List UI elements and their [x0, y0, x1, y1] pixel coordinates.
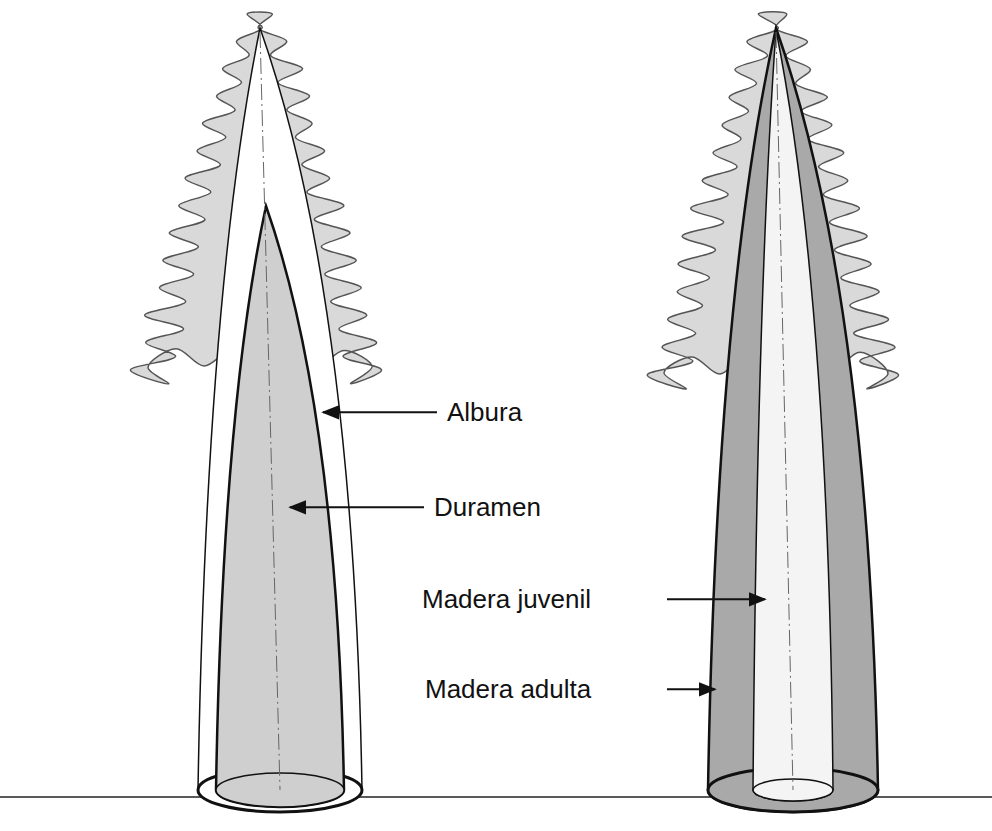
- leader-arrow: [290, 506, 424, 508]
- pith-axis: [260, 32, 280, 790]
- leader-arrow: [667, 688, 715, 690]
- leader-lines: [290, 412, 765, 689]
- outer-cone: [708, 28, 878, 812]
- inner-cone: [753, 30, 833, 801]
- right-tree: [647, 12, 898, 812]
- leader-arrow: [667, 598, 765, 600]
- outer-cone: [198, 28, 362, 812]
- leader-arrow: [323, 411, 437, 413]
- pith-axis: [776, 32, 793, 790]
- part-label: Duramen: [432, 493, 543, 522]
- part-label: Albura: [445, 398, 524, 427]
- part-label: Madera adulta: [423, 675, 593, 704]
- part-label: Madera juvenil: [420, 585, 593, 614]
